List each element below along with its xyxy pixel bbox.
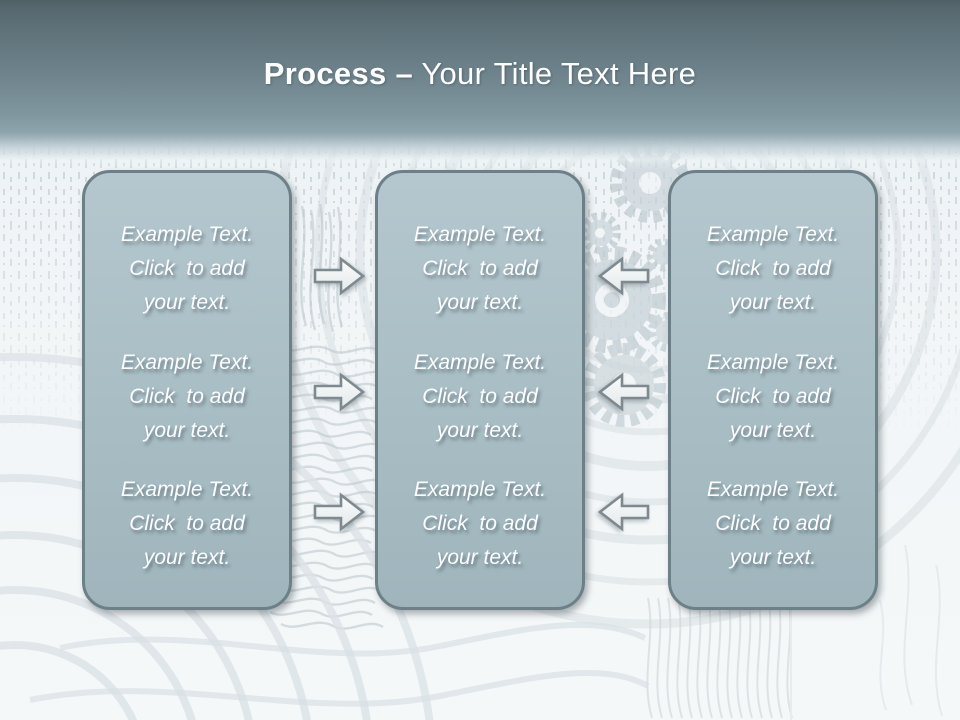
arrow-left-icon <box>598 372 650 412</box>
text-placeholder[interactable]: Example Text. Click to add your text. <box>120 350 254 442</box>
text-placeholder[interactable]: Example Text. Click to add your text. <box>413 350 547 442</box>
text-placeholder[interactable]: Example Text. Click to add your text. <box>120 223 254 314</box>
text-placeholder[interactable]: Example Text. Click to add your text. <box>413 223 547 314</box>
text-placeholder[interactable]: Example Text. Click to add your text. <box>706 478 840 569</box>
process-panel-middle[interactable]: Example Text. Click to add your text. Ex… <box>375 170 585 610</box>
slide-header: Process – Your Title Text Here <box>0 0 960 170</box>
arrow-right-icon <box>313 256 365 296</box>
text-placeholder[interactable]: Example Text. Click to add your text. <box>120 478 254 569</box>
process-panel-left[interactable]: Example Text. Click to add your text. Ex… <box>82 170 292 610</box>
arrow-right-icon <box>313 492 365 532</box>
title-separator: – <box>395 56 414 91</box>
arrow-left-icon <box>598 256 650 296</box>
process-panel-right[interactable]: Example Text. Click to add your text. Ex… <box>668 170 878 610</box>
text-placeholder[interactable]: Example Text. Click to add your text. <box>706 350 840 442</box>
title-text: Your Title Text Here <box>421 56 697 91</box>
arrow-left-icon <box>598 492 650 532</box>
text-placeholder[interactable]: Example Text. Click to add your text. <box>413 478 547 569</box>
arrow-right-icon <box>313 372 365 412</box>
title-keyword: Process <box>263 56 387 91</box>
text-placeholder[interactable]: Example Text. Click to add your text. <box>706 223 840 314</box>
page-title: Process – Your Title Text Here <box>0 56 960 92</box>
